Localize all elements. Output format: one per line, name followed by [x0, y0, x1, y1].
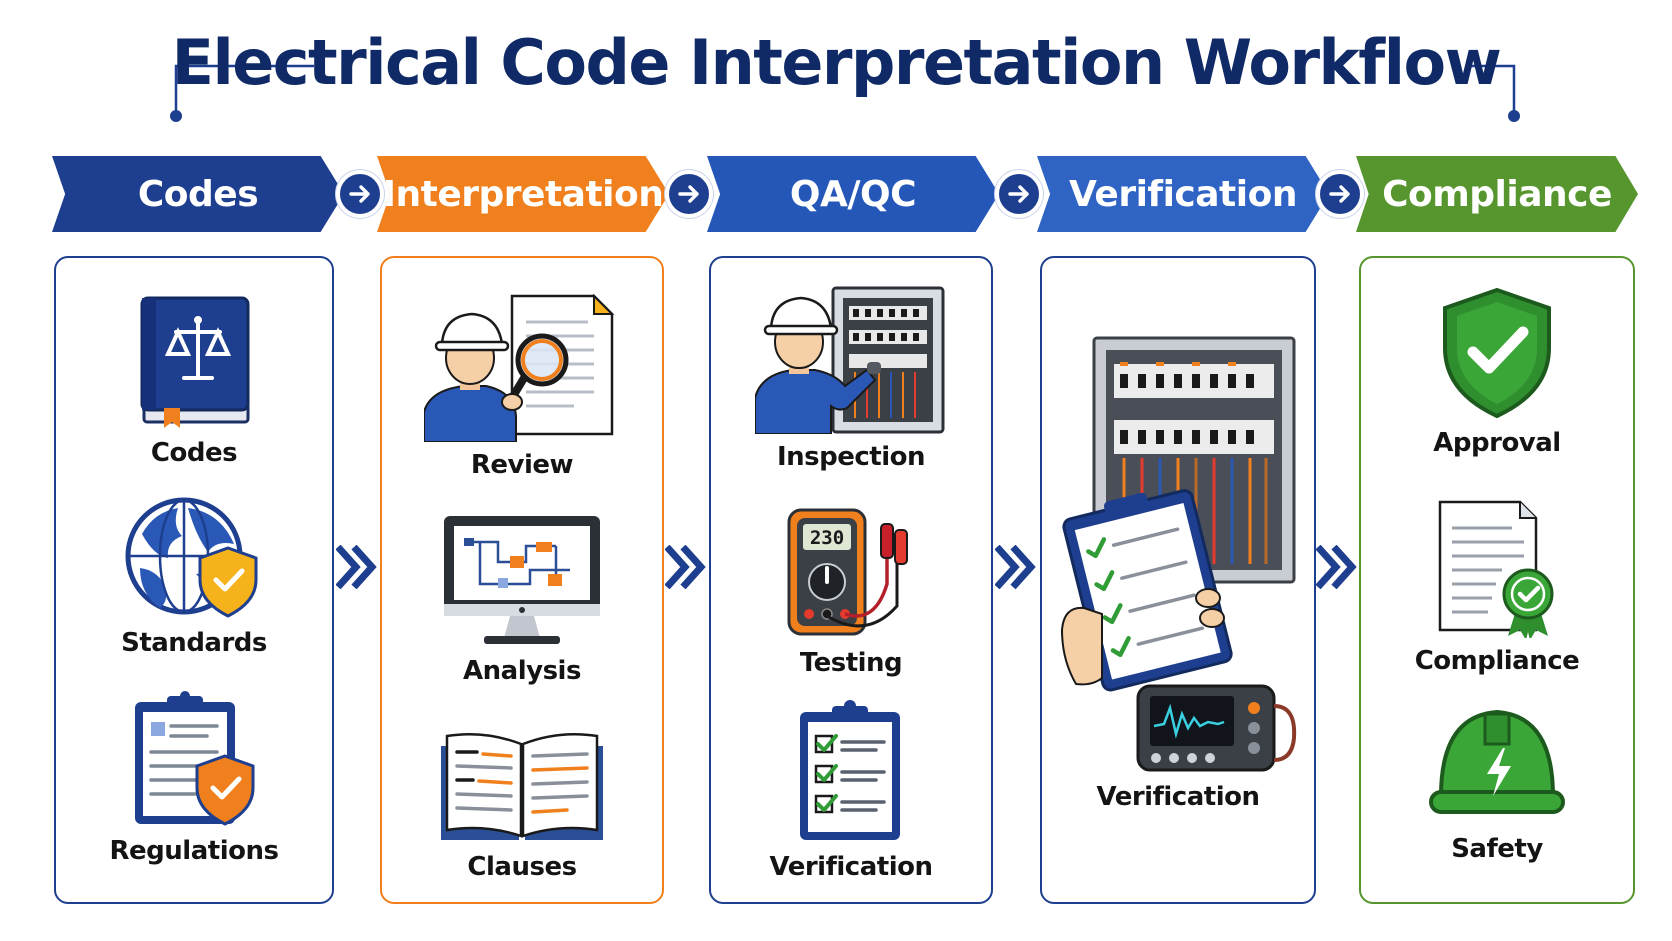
checklist-clipboard-icon [800, 700, 900, 840]
clipboard-shield-icon [135, 691, 255, 826]
item-label: Inspection [776, 442, 926, 472]
item-label: Safety [1451, 834, 1543, 864]
phase-verification: Verification [1037, 156, 1329, 232]
phase-compliance: Compliance [1356, 156, 1638, 232]
item-approval: Approval [1361, 286, 1633, 458]
item-label: Analysis [463, 656, 581, 686]
phase-label: Codes [137, 173, 259, 215]
title-bracket [170, 64, 1520, 122]
phase-label: QA/QC [789, 173, 917, 215]
item-review: Review [382, 292, 662, 480]
page-title: Electrical Code Interpretation Workflow [171, 26, 1502, 99]
phase-interpretation: Interpretation [377, 156, 669, 232]
arrow-right-icon [1008, 185, 1029, 203]
globe-shield-icon [125, 497, 258, 618]
hard-hat-icon [1429, 709, 1565, 814]
certificate-document-icon [1438, 500, 1554, 638]
phase-connector [665, 170, 713, 218]
item-testing: 230 Testing [711, 506, 991, 678]
item-verification-panel: Verification [1042, 334, 1314, 812]
item-label: Review [470, 450, 574, 480]
phase-label: Compliance [1382, 173, 1612, 215]
column-codes: Codes Standards [54, 256, 334, 904]
double-chevron-icon [995, 545, 1036, 589]
panel-checklist-icon [1060, 336, 1297, 772]
item-label: Verification [1096, 782, 1260, 812]
open-book-icon [441, 732, 603, 840]
code-book-scales-icon [140, 296, 250, 428]
arrow-right-icon [678, 185, 699, 203]
double-chevron-icon [1316, 545, 1357, 589]
item-label: Testing [799, 648, 903, 678]
item-compliance: Compliance [1361, 498, 1633, 676]
engineer-panel-icon [755, 286, 945, 434]
arrow-right-icon [1329, 185, 1350, 203]
item-verification-checklist: Verification [711, 698, 991, 882]
item-safety: Safety [1361, 706, 1633, 864]
item-clauses: Clauses [382, 724, 662, 882]
double-chevron-icon [665, 545, 706, 589]
column-interpretation: Review Analysis [380, 256, 664, 904]
item-label: Verification [769, 852, 933, 882]
phase-qa-qc: QA/QC [707, 156, 999, 232]
monitor-schematic-icon [444, 516, 600, 644]
multimeter-icon: 230 [787, 508, 908, 636]
item-label: Regulations [109, 836, 279, 866]
phase-label: Interpretation [382, 173, 664, 215]
phase-codes: Codes [52, 156, 344, 232]
item-label: Approval [1433, 428, 1561, 458]
item-inspection: Inspection [711, 286, 991, 472]
column-verification: Verification [1040, 256, 1316, 904]
arrow-right-icon [349, 185, 370, 203]
item-label: Compliance [1414, 646, 1580, 676]
item-regulations: Regulations [56, 688, 332, 866]
item-standards: Standards [56, 496, 332, 658]
phase-label: Verification [1069, 173, 1297, 215]
phase-connector [336, 170, 384, 218]
item-label: Codes [150, 438, 238, 468]
item-label: Standards [121, 628, 267, 658]
engineer-magnifier-icon [424, 293, 615, 442]
shield-check-icon [1443, 287, 1551, 419]
column-compliance: Approval Compliance Safety [1359, 256, 1635, 904]
phase-connector [1316, 170, 1364, 218]
double-chevron-icon [336, 545, 377, 589]
item-codes: Codes [56, 292, 332, 468]
item-analysis: Analysis [382, 512, 662, 686]
meter-reading: 230 [810, 527, 844, 549]
column-qa-qc: Inspection 230 Testing Verification [709, 256, 993, 904]
item-label: Clauses [467, 852, 577, 882]
phase-connector [995, 170, 1043, 218]
